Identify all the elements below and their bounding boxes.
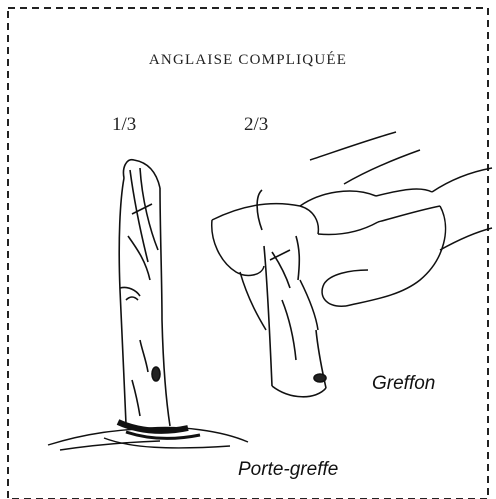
diagram-title: ANGLAISE COMPLIQUÉE (0, 52, 496, 69)
rootstock-label: Porte-greffe (238, 459, 338, 481)
rootstock-stem (119, 160, 170, 426)
fraction-right-label: 2/3 (244, 114, 268, 136)
hand-drawing (212, 132, 492, 330)
scion-twig (257, 190, 326, 397)
scion-label: Greffon (372, 373, 435, 395)
ground-soil (48, 422, 248, 450)
dashed-border (8, 8, 488, 499)
fraction-left-label: 1/3 (112, 114, 136, 136)
